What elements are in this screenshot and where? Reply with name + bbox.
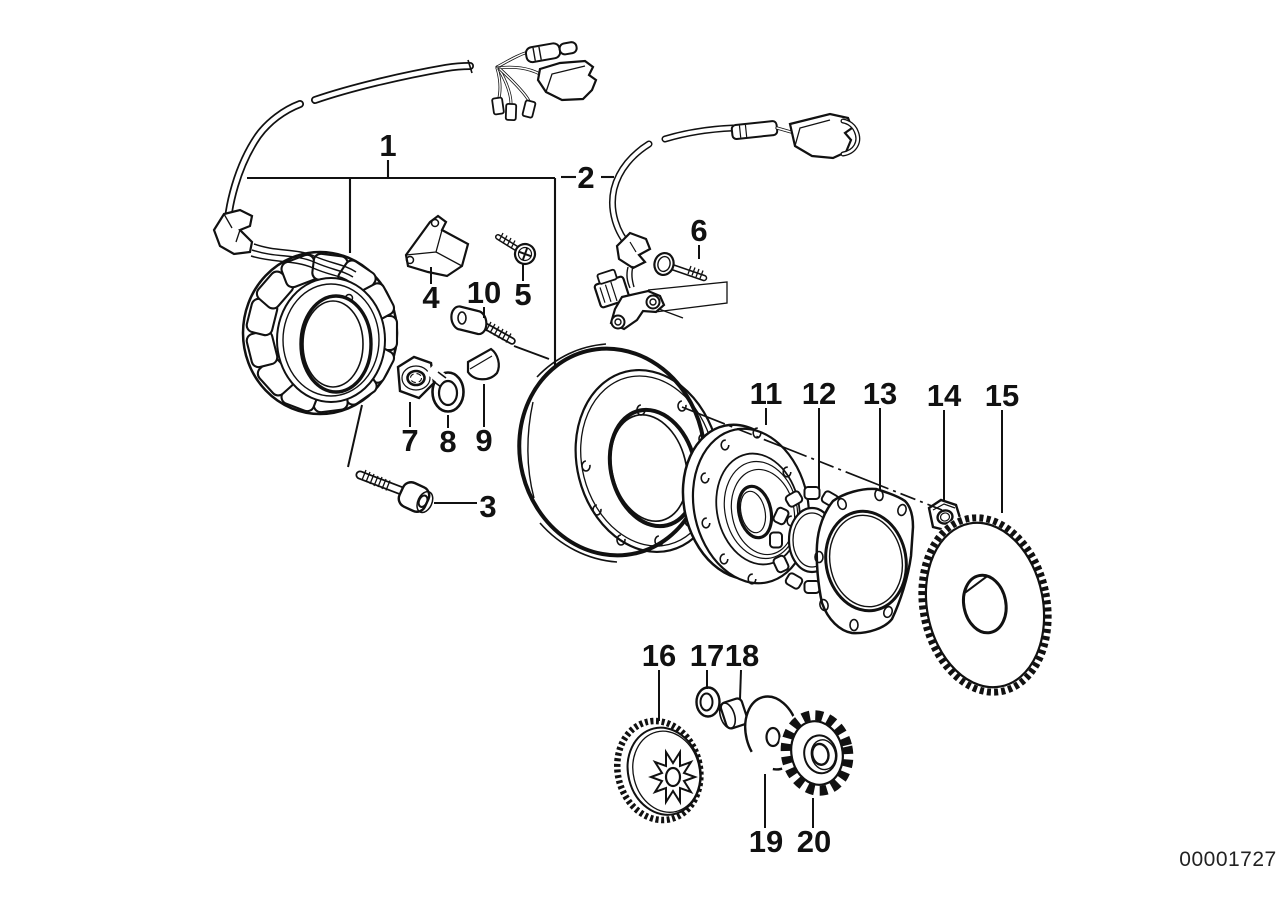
stator-wire-bundle [250,243,357,283]
large-sprocket-drawing [917,513,1053,697]
hex-nut-drawing [396,355,436,400]
stator-wiring-harness-drawing [212,41,598,256]
callout-label-12: 12 [802,376,836,411]
woodruff-key-drawing [466,347,500,381]
callout-label-17: 17 [690,638,724,673]
callout-label-9: 9 [475,423,492,458]
callout-leader-lines [347,245,1003,828]
round-connector-icon [524,41,578,64]
hub-bolt-holes [700,427,796,585]
plate-bolt-holes [814,488,907,632]
callout-label-5: 5 [514,277,531,312]
flywheel-rotor-drawing [517,343,722,563]
small-washer-drawing [695,686,721,718]
assembly-axis-line [681,406,943,511]
pickup-connector-icon [788,112,854,160]
socket-bolt-drawing [450,305,516,345]
assembly-bracket-lines [247,160,614,386]
driven-gear-drawing [613,717,707,825]
pan-head-screw-drawing [495,232,537,266]
callout-label-7: 7 [401,423,418,458]
callout-label-8: 8 [439,424,456,459]
callout-label-11: 11 [750,376,783,411]
block-connector-icon [536,59,598,102]
stator-drawing [241,250,399,416]
sensor-bolt-drawing [653,251,708,282]
callout-label-13: 13 [863,376,897,411]
long-bolt-drawing [355,469,434,514]
bushing-drawing [718,697,749,730]
callout-labels: 1 2 3 4 5 6 7 8 9 10 11 12 13 14 15 16 1… [379,128,1019,859]
callout-label-10: 10 [467,275,501,310]
pickup-grommet-icon [615,231,652,270]
document-number: 00001727 [1179,848,1276,871]
callout-label-14: 14 [927,378,962,413]
harness-grommet-icon [212,208,254,256]
pickup-wiring-harness-drawing [609,112,861,289]
callout-label-20: 20 [797,824,831,859]
callout-label-2: 2 [577,160,594,195]
holder-bracket-drawing [404,214,470,278]
lock-washer-drawing [426,364,465,413]
callout-label-4: 4 [422,280,440,315]
drive-gear-drawing [778,708,856,798]
cover-plate-drawing [814,487,915,635]
callout-label-6: 6 [690,213,707,248]
callout-label-3: 3 [479,489,496,524]
callout-label-18: 18 [725,638,759,673]
callout-label-16: 16 [642,638,676,673]
callout-label-19: 19 [749,824,783,859]
callout-label-1: 1 [379,128,396,163]
callout-label-15: 15 [985,378,1019,413]
pickup-sensor-drawing [593,268,728,331]
